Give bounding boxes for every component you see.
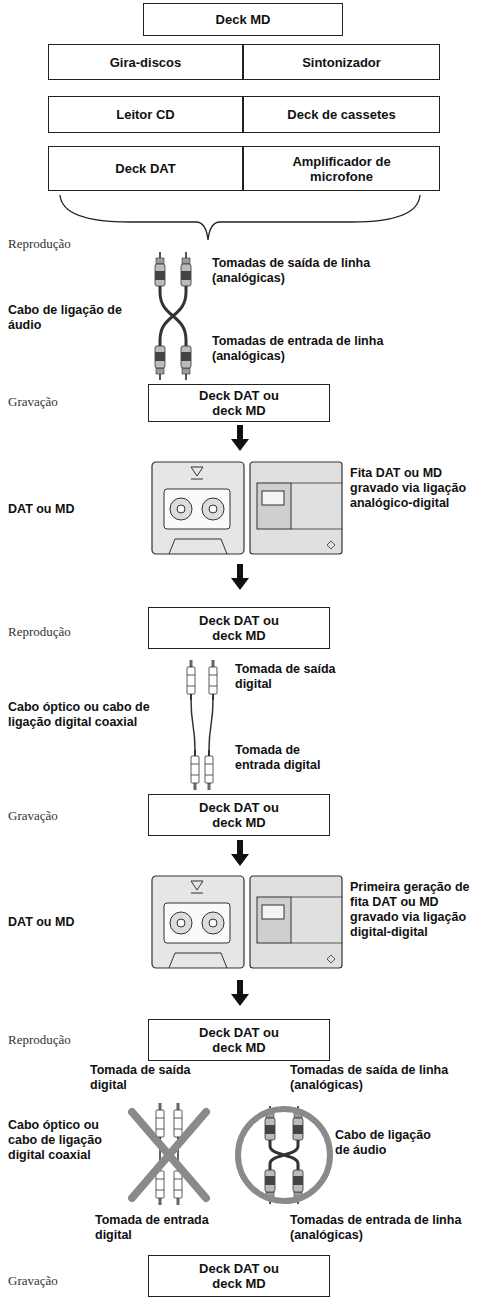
device-box: Deck DAT ou deck MD bbox=[148, 794, 330, 836]
callout-label: Cabo óptico ou cabo de ligação digital c… bbox=[8, 1118, 130, 1163]
device-box: Deck DAT ou deck MD bbox=[148, 1019, 330, 1061]
callout-label: Tomada de saída digital bbox=[90, 1063, 205, 1093]
box-label: Leitor CD bbox=[116, 107, 175, 122]
box-label: Deck DAT bbox=[115, 161, 175, 176]
callout-label: Tomada de entrada digital bbox=[95, 1213, 210, 1243]
device-box: Deck DAT ou deck MD bbox=[148, 1255, 330, 1297]
device-box: Deck DAT ou deck MD bbox=[148, 607, 330, 649]
stage-label: Gravação bbox=[8, 1273, 128, 1288]
box-label: Deck DAT ou deck MD bbox=[189, 1261, 289, 1291]
box-label: Gira-discos bbox=[110, 55, 182, 70]
callout-label: Tomada de saída digital bbox=[235, 662, 345, 692]
box-label: Deck DAT ou deck MD bbox=[189, 388, 289, 418]
box-label: Sintonizador bbox=[302, 55, 381, 70]
device-box: Deck MD bbox=[143, 3, 343, 36]
stage-label: Reprodução bbox=[8, 1032, 128, 1047]
optical-cable bbox=[187, 660, 217, 790]
stage-label: Gravação bbox=[8, 394, 128, 409]
box-label: Deck DAT ou deck MD bbox=[189, 1025, 289, 1055]
callout-label: Tomadas de entrada de linha (analógicas) bbox=[290, 1213, 475, 1243]
device-box: Deck DAT bbox=[48, 146, 243, 191]
box-label: Deck DAT ou deck MD bbox=[189, 613, 289, 643]
callout-label: Fita DAT ou MD gravado via ligação analó… bbox=[350, 466, 474, 511]
callout-label: DAT ou MD bbox=[8, 502, 138, 517]
callout-label: Primeira geração de fita DAT ou MD grava… bbox=[350, 880, 474, 940]
device-box: Deck DAT ou deck MD bbox=[148, 384, 330, 422]
callout-label: DAT ou MD bbox=[8, 915, 138, 930]
device-box: Leitor CD bbox=[48, 96, 243, 133]
callout-label: Cabo de ligação de áudio bbox=[335, 1128, 445, 1158]
stage-label: Gravação bbox=[8, 808, 128, 823]
callout-label: Tomadas de entrada de linha (analógicas) bbox=[212, 334, 412, 364]
device-box: Sintonizador bbox=[243, 44, 440, 80]
callout-label: Tomadas de saída de linha (analógicas) bbox=[212, 256, 412, 286]
stage-label: Reprodução bbox=[8, 624, 128, 639]
dat-md-media bbox=[152, 462, 342, 968]
device-box: Deck de cassetes bbox=[243, 96, 440, 133]
box-label: Deck MD bbox=[216, 12, 271, 27]
callout-label: Cabo de ligação de áudio bbox=[8, 303, 148, 333]
callout-label: Tomadas de saída de linha (analógicas) bbox=[290, 1063, 475, 1093]
box-label: Deck DAT ou deck MD bbox=[189, 800, 289, 830]
circled-audio-cable bbox=[238, 1106, 330, 1204]
box-label: Amplificador de microfone bbox=[282, 154, 402, 184]
device-box: Gira-discos bbox=[48, 44, 243, 80]
device-box: Amplificador de microfone bbox=[243, 146, 440, 191]
crossed-digital-cable bbox=[132, 1103, 206, 1205]
brace bbox=[60, 195, 420, 240]
callout-label: Cabo óptico ou cabo de ligação digital c… bbox=[8, 700, 178, 730]
stage-label: Reprodução bbox=[8, 236, 128, 251]
callout-label: Tomada de entrada digital bbox=[235, 743, 345, 773]
audio-cable bbox=[155, 252, 191, 380]
box-label: Deck de cassetes bbox=[287, 107, 395, 122]
